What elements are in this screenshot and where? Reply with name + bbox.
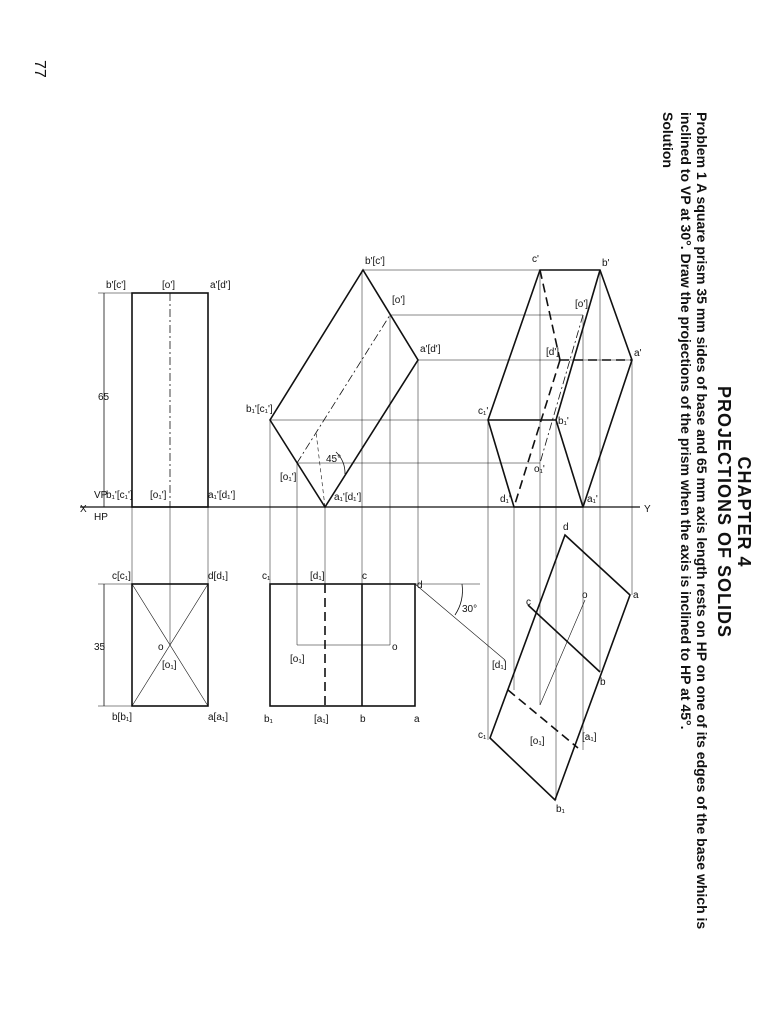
label-tv1-bl: b[b₁] bbox=[112, 712, 132, 723]
angle-45-text: 45° bbox=[326, 454, 341, 465]
label-tv1-tr: d[d₁] bbox=[208, 571, 228, 582]
label-tv3-a: a bbox=[633, 590, 639, 601]
label-tv2-b: b bbox=[360, 714, 366, 725]
label-fv3-o: [o'] bbox=[575, 299, 588, 310]
label-vp: VP bbox=[94, 490, 108, 501]
label-tv1-tl: c[c₁] bbox=[112, 571, 131, 582]
label-tv1-o: o bbox=[158, 642, 164, 653]
label-fv3-c1: c₁' bbox=[478, 406, 488, 417]
angle-30-arc bbox=[454, 583, 463, 616]
label-tv3-b1: b₁ bbox=[556, 804, 566, 815]
label-fv2-o: [o'] bbox=[392, 295, 405, 306]
tv3-outline bbox=[489, 533, 631, 802]
label-tv3-c1: c₁ bbox=[478, 730, 487, 741]
label-tv3-d: d bbox=[563, 522, 569, 533]
label-tv3-o: o bbox=[582, 590, 588, 601]
label-fv1-tr: a'[d'] bbox=[210, 280, 231, 291]
angle-30-text: 30° bbox=[462, 604, 477, 615]
label-fv1-bm: [o₁'] bbox=[150, 490, 167, 501]
label-tv2-o: o bbox=[392, 642, 398, 653]
label-fv3-b1: b₁' bbox=[558, 416, 569, 427]
dim-35-text: 35 bbox=[94, 642, 106, 653]
fv3-outline bbox=[487, 269, 633, 508]
label-fv3-d1: d₁' bbox=[500, 494, 511, 505]
label-tv1-br: a[a₁] bbox=[208, 712, 228, 723]
dim-65-text: 65 bbox=[98, 392, 110, 403]
label-tv2-a1: [a₁] bbox=[314, 714, 329, 725]
label-fv1-bl: b₁'[c₁'] bbox=[106, 490, 133, 501]
label-tv3-a1: [a₁] bbox=[582, 732, 597, 743]
label-fv3-c: c' bbox=[532, 254, 539, 265]
label-tv1-o1: [o₁] bbox=[162, 660, 177, 671]
label-tv2-b1: b₁ bbox=[264, 714, 274, 725]
label-fv3-b: b' bbox=[602, 258, 610, 269]
label-tv3-o1: [o₁] bbox=[530, 736, 545, 747]
tv3-axis bbox=[539, 599, 586, 706]
label-hp: HP bbox=[94, 512, 108, 523]
label-fv3-a1: a₁' bbox=[587, 494, 598, 505]
label-fv3-o1: o₁' bbox=[534, 464, 545, 475]
label-fv1-tm: [o'] bbox=[162, 280, 175, 291]
label-fv2-o1: [o₁'] bbox=[280, 472, 297, 483]
label-tv2-c: c bbox=[362, 571, 367, 582]
label-tv3-b: b bbox=[600, 677, 606, 688]
label-fv3-d: [d'] bbox=[546, 347, 559, 358]
label-tv2-d1: [d₁] bbox=[310, 571, 325, 582]
label-tv3-c: c bbox=[526, 597, 531, 608]
label-tv2-c1: c₁ bbox=[262, 571, 271, 582]
label-fv2-b: b'[c'] bbox=[365, 256, 385, 267]
angle-45-arc bbox=[335, 451, 346, 475]
label-y: Y bbox=[644, 504, 651, 515]
label-fv3-a: a' bbox=[634, 348, 642, 359]
label-fv2-a: a'[d'] bbox=[420, 344, 441, 355]
fv3-axis bbox=[539, 314, 584, 464]
label-x: X bbox=[80, 504, 87, 515]
label-fv1-tl: b'[c'] bbox=[106, 280, 126, 291]
fv2-axis bbox=[296, 314, 391, 464]
label-tv3-d1: [d₁] bbox=[492, 660, 507, 671]
label-tv2-o1: [o₁] bbox=[290, 654, 305, 665]
label-tv2-a: a bbox=[414, 714, 420, 725]
label-tv2-d: d bbox=[417, 580, 423, 591]
label-fv2-a1: a₁'[d₁'] bbox=[334, 492, 361, 503]
label-fv1-br: a₁'[d₁'] bbox=[208, 490, 235, 501]
tv2-outline bbox=[269, 583, 416, 707]
label-fv2-b1: b₁'[c₁'] bbox=[246, 404, 273, 415]
